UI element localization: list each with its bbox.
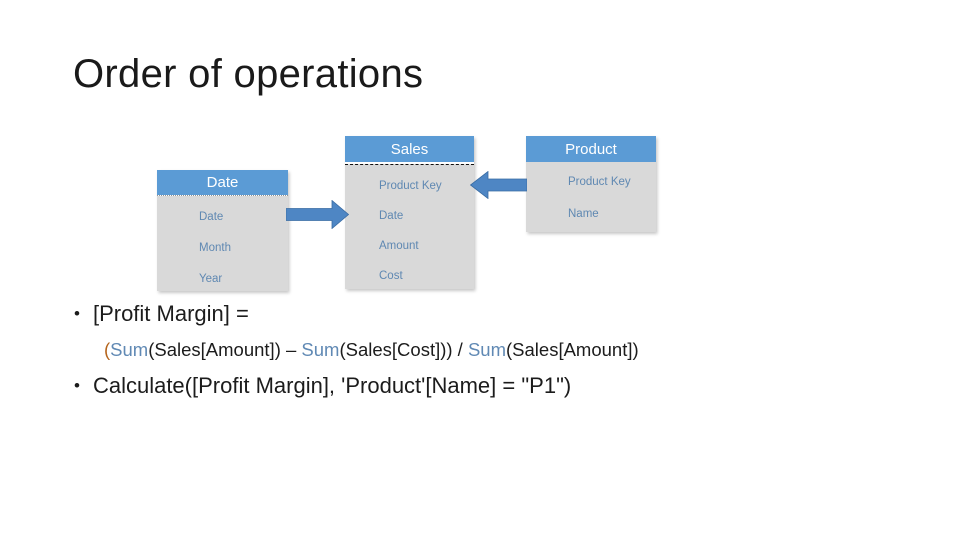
table-sales-column-product-key: Product Key (379, 180, 442, 192)
table-sales-column-cost: Cost (379, 270, 403, 282)
bullet-calculate: • Calculate([Profit Margin], 'Product'[Na… (74, 373, 571, 399)
profit-margin-formula: (Sum(Sales[Amount]) – Sum(Sales[Cost])) … (104, 339, 639, 361)
table-date-body: Date Month Year (157, 196, 288, 291)
formula-sum-keyword-3: Sum (467, 339, 507, 360)
formula-arg-2: (Sales[Cost])) / (339, 339, 468, 360)
table-product-body: Product Key Name (526, 162, 656, 232)
table-sales: Sales Product Key Date Amount Cost (345, 136, 474, 289)
table-sales-column-amount: Amount (379, 240, 419, 252)
formula-open-paren: ( (104, 339, 111, 360)
table-date-separator (157, 195, 288, 196)
formula-sum-keyword-2: Sum (301, 339, 340, 360)
formula-arg-1: (Sales[Amount]) – (148, 339, 302, 360)
table-product-column-product-key: Product Key (568, 176, 631, 188)
bullet-glyph: • (74, 376, 80, 395)
bullet-profit-margin: • [Profit Margin] = (74, 301, 249, 327)
table-date-column-month: Month (199, 241, 231, 254)
table-date-column-date: Date (199, 210, 224, 223)
table-product: Product Product Key Name (526, 136, 656, 232)
table-date: Date Date Month Year (157, 170, 288, 291)
table-sales-header: Sales (345, 136, 474, 162)
slide-title: Order of operations (73, 52, 424, 96)
table-date-header: Date (157, 170, 288, 195)
table-date-column-year: Year (199, 272, 223, 285)
formula-sum-keyword-1: Sum (110, 339, 149, 360)
table-product-header: Product (526, 136, 656, 162)
relationship-arrow-date-to-sales-icon (286, 200, 349, 229)
bullet-glyph: • (74, 304, 80, 323)
table-sales-separator (345, 164, 474, 165)
table-sales-column-date: Date (379, 210, 404, 222)
bullet-profit-margin-text: [Profit Margin] = (92, 301, 249, 326)
table-product-column-name: Name (568, 208, 599, 220)
formula-arg-3: (Sales[Amount]) (506, 339, 639, 360)
table-sales-body: Product Key Date Amount Cost (345, 165, 474, 289)
bullet-calculate-text: Calculate([Profit Margin], 'Product'[Nam… (92, 373, 572, 398)
relationship-arrow-product-to-sales-icon (470, 171, 527, 199)
